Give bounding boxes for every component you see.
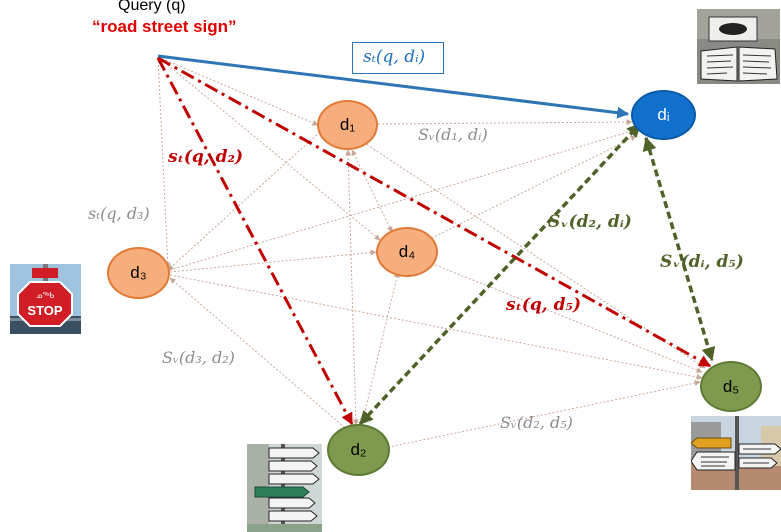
query-text: “road street sign” — [92, 17, 237, 36]
node-d1: d₁ — [317, 100, 378, 150]
label-sv-d2-di: Sᵥ(d₂, dᵢ) — [548, 212, 632, 232]
label-st-q-d2: sₜ(q, d₂) — [168, 147, 244, 167]
node-di: dᵢ — [631, 90, 696, 140]
photo-signpost-d2 — [247, 444, 322, 532]
node-d4: d₄ — [376, 227, 438, 277]
edge-d4-d5 — [427, 261, 703, 373]
edge-q-d1 — [157, 56, 319, 126]
edge-d2-di-green — [358, 122, 642, 426]
label-st-q-di: sₜ(q, dᵢ) — [363, 47, 426, 67]
photo-signpost-d5 — [691, 416, 781, 490]
edge-q-d2-red — [156, 57, 354, 426]
label-st-q-d5: sₜ(q, d₅) — [506, 295, 582, 315]
edge-di-d5-green — [642, 136, 716, 362]
node-d2: d₂ — [327, 424, 390, 476]
edge-d3-d5 — [169, 274, 703, 380]
node-d3: d₃ — [107, 247, 170, 299]
label-sv-d1-di: Sᵥ(d₁, dᵢ) — [418, 125, 488, 144]
photo-stop-sign-d3: STOP ᓄᖅᑲ — [10, 264, 81, 334]
svg-text:ᓄᖅᑲ: ᓄᖅᑲ — [36, 291, 54, 300]
edge-d1-di — [377, 119, 633, 126]
st-q-di-box — [352, 42, 444, 74]
label-sv-d2-d5: Sᵥ(d₂, d₅) — [500, 413, 573, 432]
stop-sign-text: STOP — [27, 303, 62, 318]
label-sv-d3-d2: Sᵥ(d₃, d₂) — [162, 348, 235, 367]
edge-d3-d4 — [169, 249, 377, 273]
label-sv-di-d5: Sᵥ(dᵢ, d₅) — [660, 252, 744, 272]
label-st-q-d3: sₜ(q, d₃) — [88, 204, 150, 223]
query-title: Query (q) — [118, 0, 186, 14]
node-d5: d₅ — [700, 361, 762, 412]
photo-road-sign-di — [697, 9, 780, 84]
edge-d1-d2 — [345, 149, 359, 426]
edge-d4-d2 — [360, 271, 400, 425]
edge-q-di-blue — [157, 54, 630, 119]
edge-q-d3 — [157, 56, 171, 269]
edge-d3-d2 — [169, 277, 351, 433]
edge-d1-d4 — [351, 149, 393, 233]
